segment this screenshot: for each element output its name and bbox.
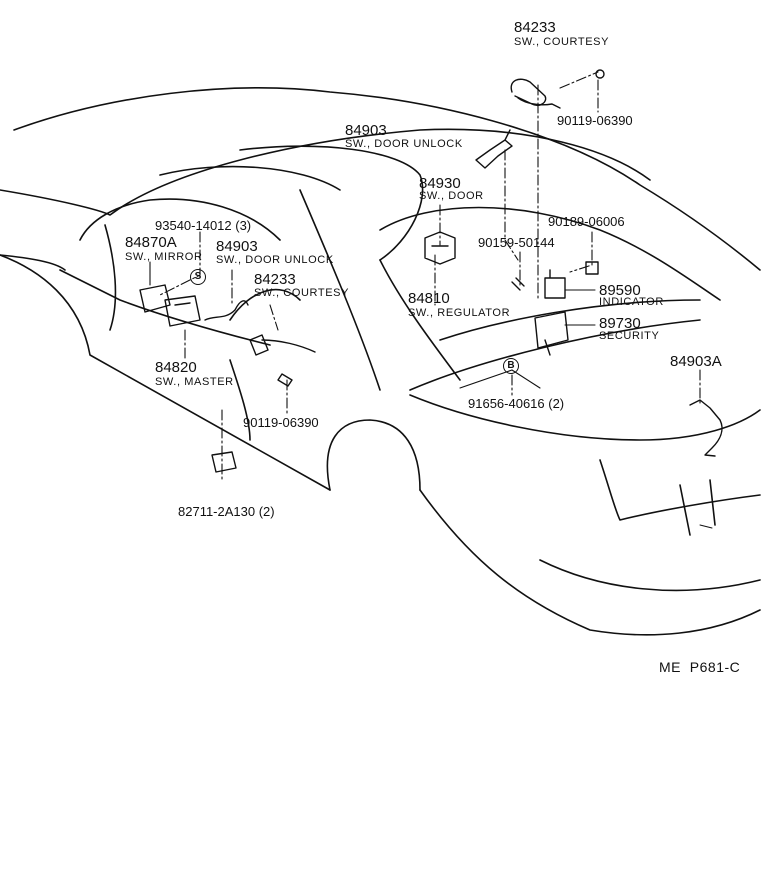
retainer-82711 — [211, 451, 237, 473]
trunk-lock-mark — [699, 524, 713, 529]
part-label-89590: INDICATOR — [599, 296, 664, 308]
part-label-84870A: SW., MIRROR — [125, 251, 203, 263]
leader-90189 — [569, 231, 593, 273]
tail-lamp — [679, 479, 716, 536]
marker-b: B — [503, 358, 519, 374]
marker-s: S — [190, 269, 206, 285]
inner-panel — [439, 299, 701, 341]
door-switch-84930 — [424, 231, 456, 265]
courtesy-switch-mid — [249, 334, 316, 356]
bolt-top — [595, 69, 605, 79]
part-label-84903-top: SW., DOOR UNLOCK — [345, 138, 463, 150]
part-label-84233-top: SW., COURTESY — [514, 36, 609, 48]
leader-84233-mid — [269, 304, 279, 331]
part-number-84903-top: 84903 — [345, 122, 387, 139]
part-number-90189: 90189-06006 — [548, 214, 625, 229]
part-number-84870A: 84870A — [125, 234, 177, 251]
parcel-shelf — [379, 206, 721, 301]
door-unlock-switch-top — [475, 129, 513, 169]
part-number-93540: 93540-14012 (3) — [155, 218, 252, 233]
part-number-90119-top: 90119-06390 — [557, 113, 633, 128]
door-trim — [59, 269, 271, 346]
side-sill — [0, 254, 331, 491]
part-number-84903-mid: 84903 — [216, 238, 258, 255]
roof-line — [13, 87, 761, 271]
door-unlock-switch-mid — [204, 300, 249, 321]
courtesy-switch-top — [510, 78, 561, 109]
part-label-89730: SECURITY — [599, 330, 660, 342]
part-number-84810: 84810 — [408, 290, 450, 307]
part-number-82711: 82711-2A130 (2) — [178, 504, 275, 519]
seat-back — [159, 165, 341, 191]
body-upper-line — [0, 128, 651, 216]
rear-wheel-arch — [326, 419, 421, 491]
trunk-floor — [409, 319, 701, 391]
part-number-89590: 89590 — [599, 282, 641, 299]
part-number-84930: 84930 — [419, 175, 461, 192]
part-label-84233-mid: SW., COURTESY — [254, 287, 349, 299]
part-number-91656: 91656-40616 (2) — [468, 396, 565, 411]
c-pillar — [379, 259, 461, 381]
leader-84903-top — [504, 149, 519, 261]
door-unlock-switch-84903A — [689, 399, 723, 457]
part-number-84233-top: 84233 — [514, 19, 556, 36]
part-label-84930: SW., DOOR — [419, 190, 484, 202]
part-label-84810: SW., REGULATOR — [408, 307, 511, 319]
rear-door-edge — [229, 288, 301, 321]
part-number-84903A: 84903A — [670, 353, 722, 370]
part-label-84820: SW., MASTER — [155, 376, 234, 388]
rear-bumper — [539, 559, 761, 592]
screw-90159 — [511, 277, 525, 291]
indicator-89590 — [544, 269, 566, 299]
part-number-90119-bottom: 90119-06390 — [243, 415, 319, 430]
part-number-90159: 90159-50144 — [478, 235, 555, 250]
leader-90119-top — [559, 71, 599, 113]
rear-window — [239, 145, 424, 261]
mirror-switch — [139, 284, 171, 313]
diagram-reference: ME P681-C — [659, 659, 741, 675]
wheel-arch-front — [229, 359, 251, 441]
leader-91656-b — [511, 369, 541, 389]
door-inner-front — [79, 198, 281, 241]
part-number-89730: 89730 — [599, 315, 641, 332]
leader-91656-a — [459, 369, 513, 389]
connector-90189 — [585, 261, 599, 275]
bolt-mid — [277, 373, 293, 387]
security-89730 — [534, 311, 569, 356]
trunk-lid — [409, 394, 761, 441]
door-handle-area — [104, 224, 117, 331]
master-switch — [164, 295, 201, 327]
trunk-edge — [599, 459, 761, 521]
part-number-84233-mid: 84233 — [254, 271, 296, 288]
b-pillar — [299, 189, 381, 391]
rear-quarter-lower — [419, 489, 761, 636]
front-fender — [0, 254, 66, 271]
part-number-84820: 84820 — [155, 359, 197, 376]
part-label-84903-mid: SW., DOOR UNLOCK — [216, 254, 334, 266]
